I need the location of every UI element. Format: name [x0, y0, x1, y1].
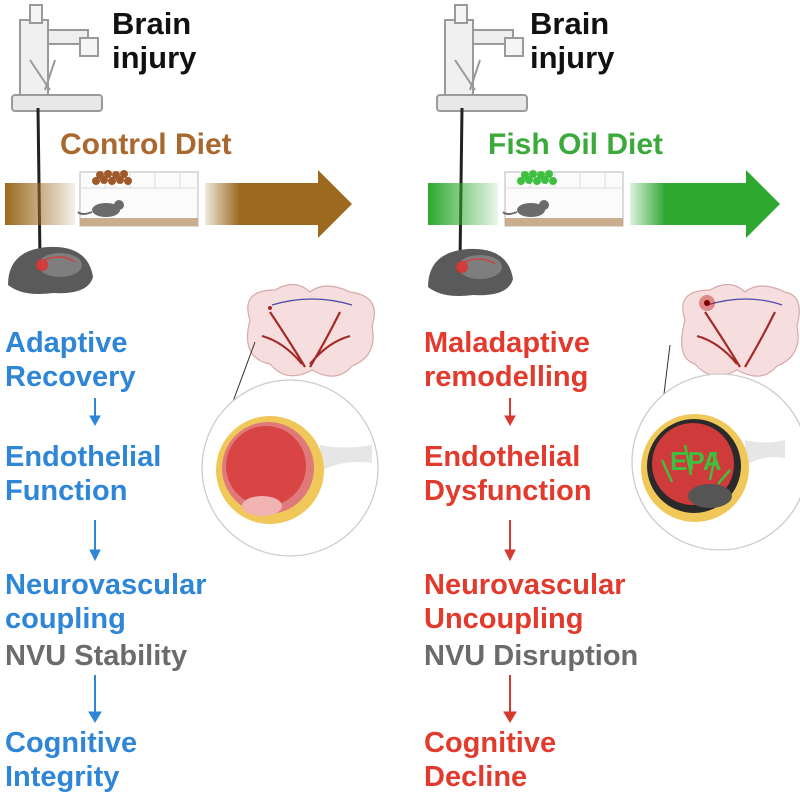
outcome-arrows — [503, 398, 517, 723]
diet-label: Control Diet — [60, 128, 232, 161]
outcome-4-line2: Integrity — [5, 761, 120, 793]
food-pellets-icon — [517, 170, 557, 185]
nvu-status-label: NVU Stability — [5, 640, 188, 672]
diet-arrow — [428, 170, 780, 238]
brain-injury-label-line1: Brain — [530, 6, 610, 41]
outcome-2-line2: Dysfunction — [424, 475, 592, 507]
mouse-icon — [77, 200, 124, 217]
outcome-3-line2: Uncoupling — [424, 603, 584, 635]
stereotaxic-device-icon — [11, 4, 103, 112]
control-diet-panel: Brain injury Control Diet Adaptive Recov… — [5, 4, 379, 793]
brain-injury-label-line2: injury — [530, 40, 615, 75]
food-pellets-icon — [92, 170, 132, 185]
outcome-1-line2: Recovery — [5, 361, 136, 393]
outcome-3-line1: Neurovascular — [424, 569, 626, 601]
vessel-cross-section-healthy — [201, 379, 379, 557]
control-illustration — [5, 4, 379, 723]
brain-vasculature-icon — [661, 283, 800, 411]
outcome-4-line1: Cognitive — [424, 727, 557, 759]
diet-label: Fish Oil Diet — [488, 128, 664, 161]
mouse-head-icon — [8, 246, 93, 294]
outcome-arrows — [88, 398, 102, 723]
outcome-3-line2: coupling — [5, 603, 126, 635]
fish-oil-diet-panel: EPA Brain injury Fish Oil Diet Maladapti… — [400, 0, 800, 800]
cage-icon — [77, 170, 199, 227]
brain-vasculature-icon — [227, 283, 375, 416]
outcome-2-line2: Function — [5, 475, 128, 507]
epa-label: EPA — [670, 446, 722, 476]
outcome-1-line2: remodelling — [424, 361, 589, 393]
stereotaxic-device-icon — [436, 4, 528, 112]
fish-oil-illustration: EPA — [428, 4, 800, 723]
diet-arrow — [5, 170, 352, 238]
outcome-3-line1: Neurovascular — [5, 569, 207, 601]
brain-injury-label-line1: Brain — [112, 6, 192, 41]
vessel-cross-section-damaged: EPA — [631, 373, 800, 551]
outcome-4-line1: Cognitive — [5, 727, 138, 759]
nvu-status-label: NVU Disruption — [424, 640, 639, 672]
outcome-1-line1: Maladaptive — [424, 327, 590, 359]
mouse-head-icon — [428, 248, 513, 296]
outcome-1-line1: Adaptive — [5, 327, 128, 359]
mouse-icon — [502, 200, 549, 217]
brain-injury-label-line2: injury — [112, 40, 197, 75]
outcome-2-line1: Endothelial — [5, 441, 162, 473]
cage-icon — [502, 170, 624, 227]
outcome-2-line1: Endothelial — [424, 441, 581, 473]
outcome-4-line2: Decline — [424, 761, 528, 793]
